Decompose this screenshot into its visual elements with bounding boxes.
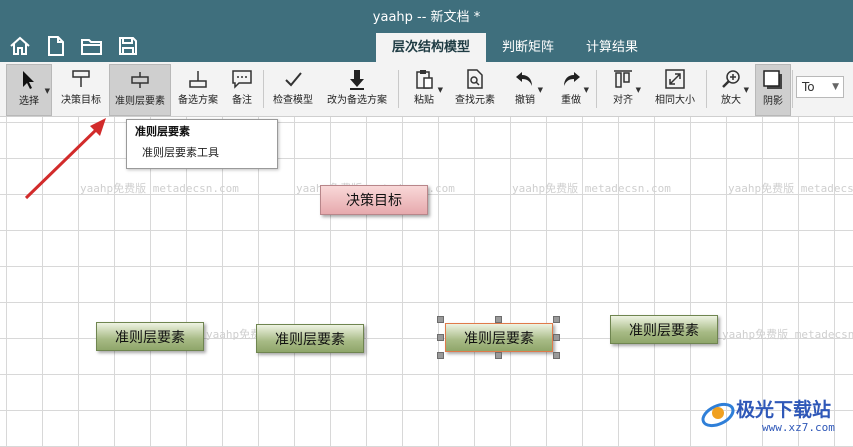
toolbar-divider bbox=[706, 70, 707, 108]
tab-hierarchy-model[interactable]: 层次结构模型 bbox=[376, 33, 487, 62]
alternative-node-icon bbox=[188, 64, 208, 94]
redo-icon bbox=[560, 64, 582, 94]
resize-handle[interactable] bbox=[437, 352, 444, 359]
resize-handle[interactable] bbox=[495, 316, 502, 323]
ribbon-toolbar: ▼ 选择 决策目标 准则层要素 备选方案 备注 检查模型 改为 bbox=[0, 62, 853, 117]
chevron-down-icon: ▼ bbox=[537, 86, 543, 94]
paste-button[interactable]: ▼ 粘贴 bbox=[404, 64, 444, 114]
toolbar-divider bbox=[398, 70, 399, 108]
toolbar-divider bbox=[792, 70, 793, 108]
resize-handle[interactable] bbox=[437, 316, 444, 323]
annotation-arrow bbox=[24, 118, 106, 200]
watermark: yaahp免费版 metadecsn.com bbox=[728, 182, 853, 195]
window-title: yaahp -- 新文档 * bbox=[372, 10, 481, 25]
select-button[interactable]: ▼ 选择 bbox=[6, 64, 52, 116]
chevron-down-icon: ▼ bbox=[44, 87, 50, 95]
decision-goal-node[interactable]: 决策目标 bbox=[320, 185, 428, 215]
note-button[interactable]: 备注 bbox=[226, 64, 258, 114]
alternative-button[interactable]: 备选方案 bbox=[174, 64, 222, 114]
criterion-node-icon bbox=[130, 65, 150, 95]
align-icon bbox=[612, 64, 634, 94]
align-button[interactable]: ▼ 对齐 bbox=[604, 64, 642, 114]
chevron-down-icon: ▼ bbox=[635, 86, 641, 94]
criterion-node-selected[interactable]: 准则层要素 bbox=[445, 323, 553, 352]
same-size-button[interactable]: 相同大小 bbox=[650, 64, 700, 114]
ribbon-tabs: 层次结构模型 判断矩阵 计算结果 bbox=[376, 33, 654, 62]
criterion-node[interactable]: 准则层要素 bbox=[256, 324, 364, 353]
chevron-down-icon: ▼ bbox=[743, 86, 749, 94]
shadow-toggle-button[interactable]: 阴影 bbox=[755, 64, 791, 116]
font-combo[interactable]: To ▼ bbox=[796, 76, 844, 98]
resize-handle[interactable] bbox=[437, 334, 444, 341]
toolbar-divider bbox=[596, 70, 597, 108]
home-icon[interactable] bbox=[8, 34, 32, 58]
new-file-icon[interactable] bbox=[44, 34, 68, 58]
watermark: yaahp免费版 metadecsn.com bbox=[80, 182, 239, 195]
change-to-alternative-button[interactable]: 改为备选方案 bbox=[322, 64, 392, 114]
chevron-down-icon: ▼ bbox=[437, 86, 443, 94]
tooltip-description: 准则层要素工具 bbox=[142, 146, 219, 159]
brand-name: 极光下载站 bbox=[736, 399, 832, 421]
tab-results[interactable]: 计算结果 bbox=[586, 40, 639, 55]
criterion-node[interactable]: 准则层要素 bbox=[610, 315, 718, 344]
quick-access-toolbar bbox=[8, 34, 140, 58]
title-bar: yaahp -- 新文档 * 层次结构模型 判断矩阵 计算结果 bbox=[0, 0, 853, 62]
criterion-element-button[interactable]: 准则层要素 bbox=[109, 64, 171, 116]
checkmark-icon bbox=[283, 64, 303, 94]
brand-url: www.xz7.com bbox=[762, 421, 835, 434]
find-document-icon bbox=[466, 64, 484, 94]
open-folder-icon[interactable] bbox=[80, 34, 104, 58]
undo-icon bbox=[514, 64, 536, 94]
zoom-in-icon bbox=[720, 64, 742, 94]
resize-handle[interactable] bbox=[495, 352, 502, 359]
watermark: yaahp免费版 metadecsn.com bbox=[722, 328, 853, 341]
chevron-down-icon: ▼ bbox=[583, 86, 589, 94]
criterion-node[interactable]: 准则层要素 bbox=[96, 322, 204, 351]
toolbar-divider bbox=[263, 70, 264, 108]
decision-goal-button[interactable]: 决策目标 bbox=[56, 64, 106, 114]
goal-node-icon bbox=[71, 64, 91, 94]
chevron-down-icon: ▼ bbox=[832, 82, 839, 92]
tab-judgment-matrix[interactable]: 判断矩阵 bbox=[502, 40, 555, 55]
undo-button[interactable]: ▼ 撤销 bbox=[506, 64, 544, 114]
arrow-down-icon bbox=[348, 64, 366, 94]
clipboard-icon bbox=[414, 64, 434, 94]
resize-handle[interactable] bbox=[553, 352, 560, 359]
tool-tooltip: 准则层要素 准则层要素工具 bbox=[126, 119, 278, 169]
tooltip-title: 准则层要素 bbox=[135, 125, 190, 138]
redo-button[interactable]: ▼ 重做 bbox=[552, 64, 590, 114]
model-canvas[interactable] bbox=[0, 117, 853, 447]
site-watermark: 极光下载站 www.xz7.com bbox=[700, 393, 850, 443]
comment-icon bbox=[231, 64, 253, 94]
pointer-icon bbox=[20, 65, 38, 95]
zoom-in-button[interactable]: ▼ 放大 bbox=[712, 64, 750, 114]
watermark: yaahp免费版 metadecsn.com bbox=[512, 182, 671, 195]
resize-handle[interactable] bbox=[553, 316, 560, 323]
shadow-icon bbox=[762, 65, 784, 95]
check-model-button[interactable]: 检查模型 bbox=[268, 64, 318, 114]
save-icon[interactable] bbox=[116, 34, 140, 58]
brand-logo-icon bbox=[701, 402, 735, 428]
resize-icon bbox=[664, 64, 686, 94]
find-element-button[interactable]: 查找元素 bbox=[450, 64, 500, 114]
resize-handle[interactable] bbox=[553, 334, 560, 341]
